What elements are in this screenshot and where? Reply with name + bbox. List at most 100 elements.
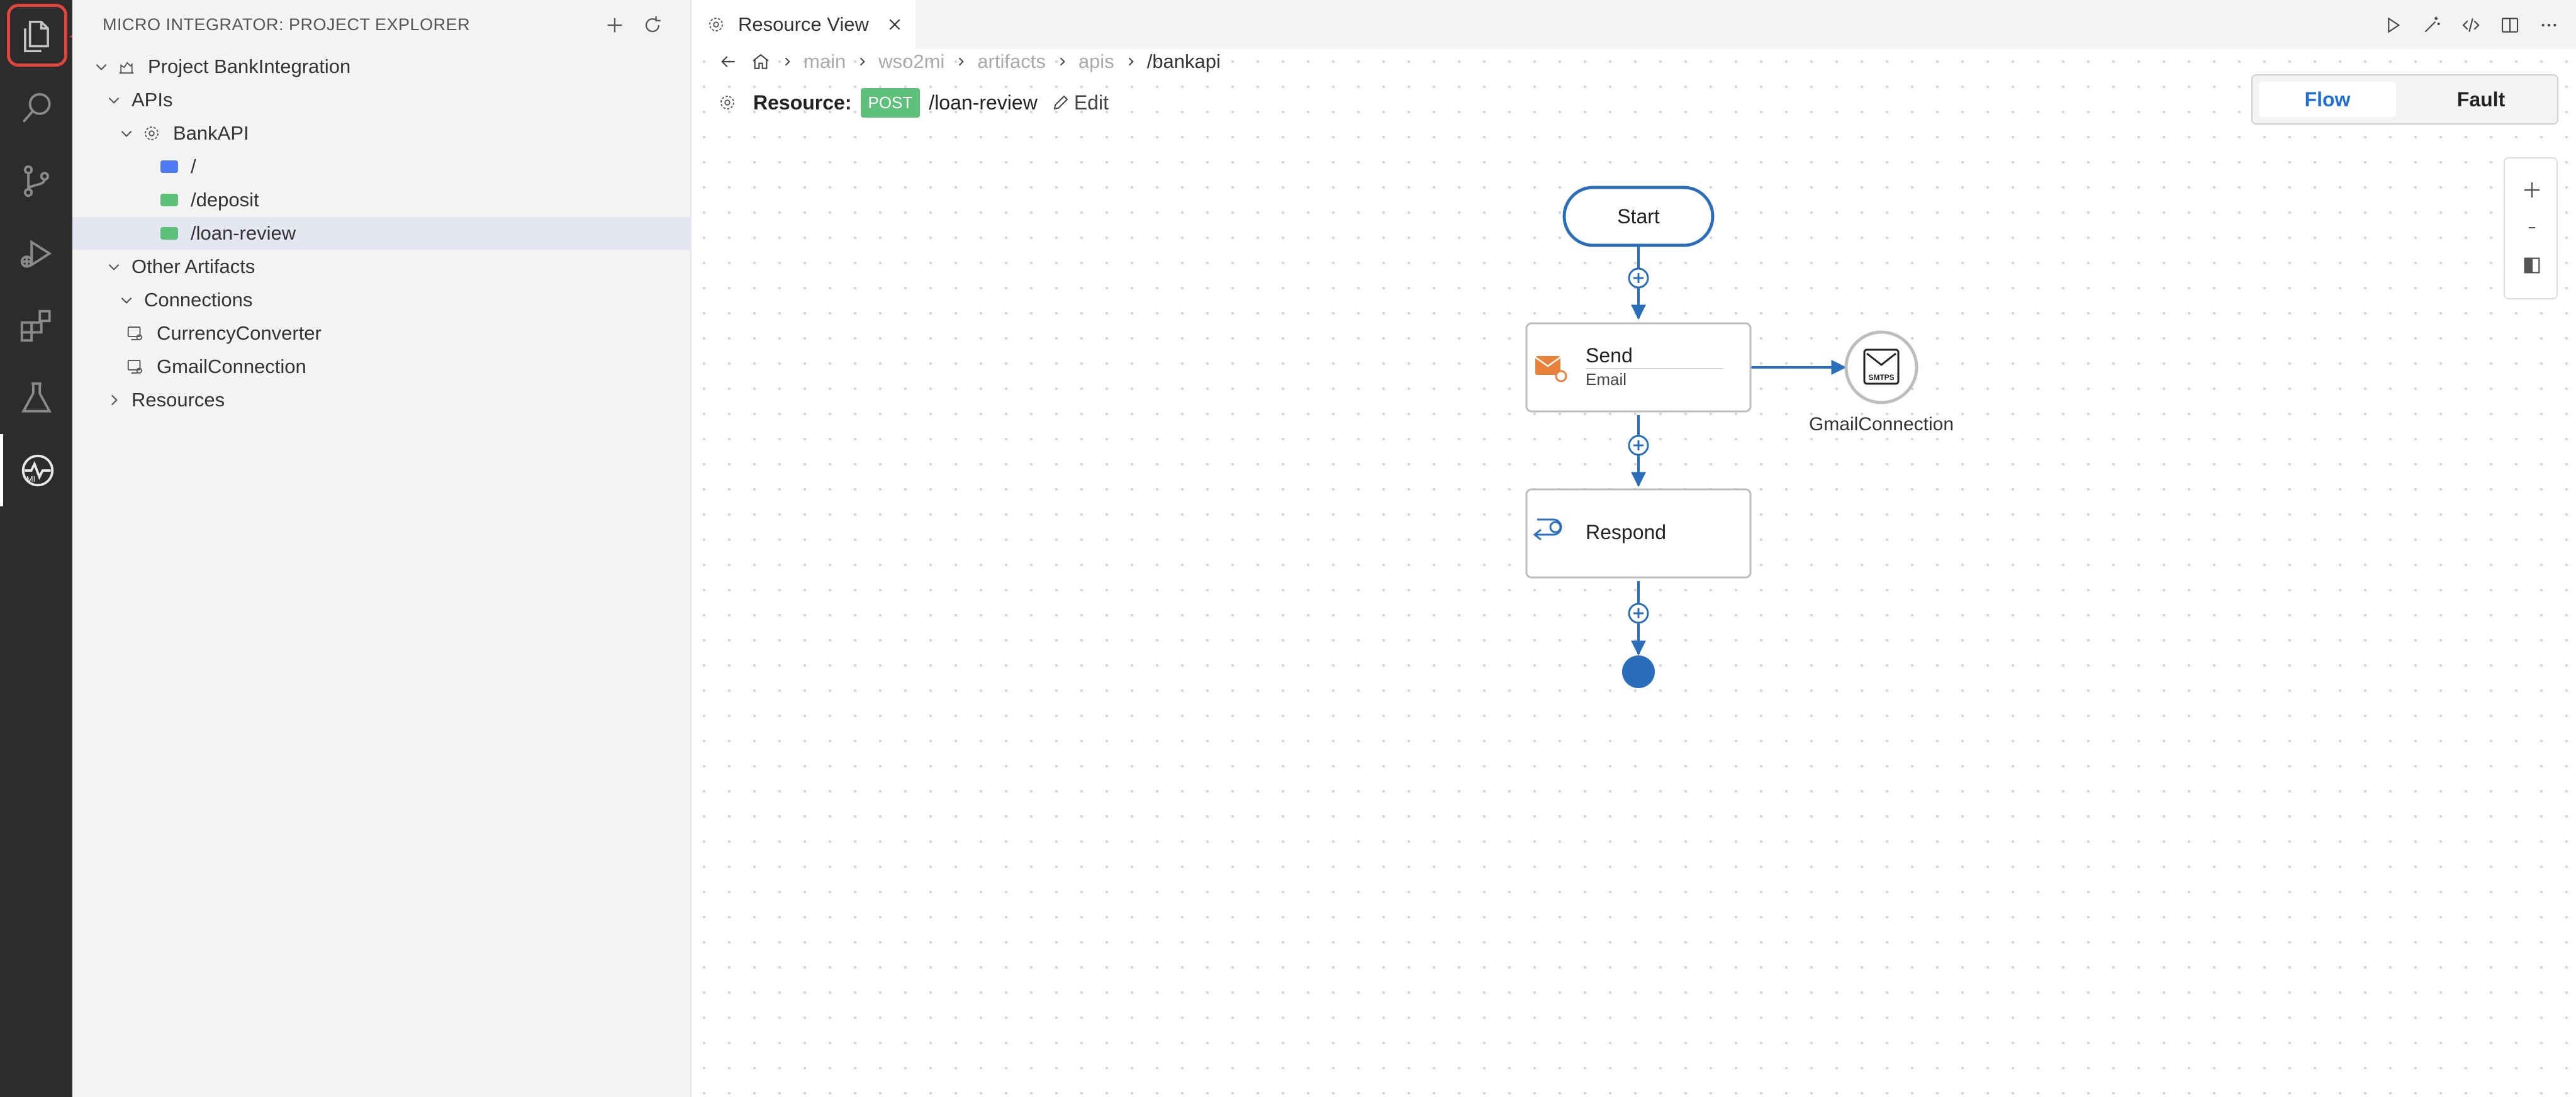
tree-label: APIs — [132, 89, 173, 111]
send-email-subtitle: Email — [1586, 370, 1627, 389]
close-icon[interactable] — [885, 15, 904, 34]
add-node-button[interactable] — [1628, 267, 1649, 289]
tree-label: Project BankIntegration — [148, 55, 351, 77]
magic-wand-icon[interactable] — [2418, 11, 2446, 39]
send-email-node[interactable]: Send Email — [1525, 322, 1752, 413]
connection-icon — [123, 321, 148, 346]
chevron-down-icon — [89, 54, 114, 79]
method-badge: POST — [860, 87, 921, 118]
pencil-icon — [1053, 95, 1068, 110]
resource-path: /loan-review — [929, 91, 1038, 114]
tree-item-resource-root[interactable]: / — [72, 150, 692, 183]
breadcrumb-item[interactable]: apis — [1078, 50, 1114, 72]
fault-toggle-button[interactable]: Fault — [2456, 87, 2506, 111]
breadcrumb-item[interactable]: wso2mi — [878, 50, 945, 72]
api-icon — [709, 18, 723, 31]
view-toggle: Flow Fault — [2251, 74, 2558, 125]
gmail-connection-node[interactable]: SMTPS GmailConnection — [1809, 330, 1954, 435]
back-arrow-icon[interactable] — [718, 52, 738, 72]
chevron-down-icon — [101, 254, 126, 279]
post-method-icon — [157, 221, 182, 246]
run-icon[interactable] — [2379, 11, 2407, 39]
zoom-in-icon[interactable] — [2505, 171, 2559, 209]
edit-label: Edit — [1073, 91, 1109, 114]
gmail-connection-label: GmailConnection — [1809, 414, 1954, 435]
tree-label: Resources — [132, 389, 225, 411]
chevron-right-icon — [955, 55, 967, 68]
tree-item-resource-deposit[interactable]: /deposit — [72, 184, 692, 216]
more-actions-icon[interactable] — [2535, 11, 2563, 39]
source-control-icon[interactable] — [0, 145, 72, 217]
tree-label: GmailConnection — [157, 355, 306, 377]
edit-button[interactable]: Edit — [1051, 91, 1109, 114]
tree-label: /loan-review — [191, 222, 296, 244]
respond-node-label: Respond — [1586, 521, 1666, 543]
tree-item-other-artifacts[interactable]: Other Artifacts — [72, 250, 692, 283]
respond-node[interactable]: Respond — [1525, 488, 1752, 579]
tree-label: Connections — [144, 289, 253, 311]
chevron-right-icon — [1124, 55, 1137, 68]
tree-item-connections[interactable]: Connections — [72, 284, 692, 316]
respond-icon — [1533, 518, 1562, 541]
post-method-icon — [157, 187, 182, 213]
send-email-title: Send — [1586, 344, 1633, 367]
breadcrumb-item[interactable]: artifacts — [977, 50, 1046, 72]
chevron-right-icon — [1056, 55, 1068, 68]
chevron-right-icon — [781, 55, 793, 68]
home-icon[interactable] — [751, 52, 771, 72]
tree-item-currency-converter[interactable]: CurrencyConverter — [72, 317, 692, 350]
tree-item-resource-loan-review[interactable]: /loan-review — [72, 217, 692, 250]
resource-label: Resource: — [753, 91, 852, 114]
chevron-right-icon — [856, 55, 868, 68]
tree-label: Other Artifacts — [132, 255, 255, 277]
run-debug-icon[interactable] — [0, 217, 72, 289]
zoom-out-icon[interactable] — [2505, 209, 2559, 247]
add-icon[interactable] — [601, 11, 629, 39]
breadcrumb: main wso2mi artifacts apis /bankapi — [718, 49, 1221, 74]
add-node-button[interactable] — [1628, 435, 1649, 456]
tree-item-apis[interactable]: APIs — [72, 84, 692, 116]
split-editor-icon[interactable] — [2496, 11, 2524, 39]
source-code-icon[interactable] — [2457, 11, 2485, 39]
chevron-down-icon — [114, 121, 139, 146]
chevron-down-icon — [101, 87, 126, 113]
highlight-box — [7, 4, 67, 67]
refresh-icon[interactable] — [639, 11, 666, 39]
tree-item-resources[interactable]: Resources — [72, 384, 692, 416]
explorer-icon[interactable] — [0, 0, 72, 72]
start-node[interactable]: Start — [1562, 186, 1715, 247]
zoom-controls — [2504, 157, 2558, 299]
tree-label: / — [191, 155, 196, 177]
tree-item-gmail-connection[interactable]: GmailConnection — [72, 350, 692, 383]
flow-diagram: Start Send Email SMTPS GmailConnection — [1525, 186, 1954, 688]
search-icon[interactable] — [0, 72, 72, 145]
get-method-icon — [157, 154, 182, 179]
tree-item-project[interactable]: Project BankIntegration — [72, 50, 692, 83]
project-icon — [114, 54, 139, 79]
flow-toggle-button[interactable]: Flow — [2259, 82, 2396, 117]
chevron-right-icon — [101, 387, 126, 413]
api-icon — [139, 121, 164, 146]
end-node[interactable] — [1622, 655, 1655, 688]
add-node-button[interactable] — [1628, 603, 1649, 624]
tab-resource-view[interactable]: Resource View — [692, 0, 916, 49]
flow-edges — [1631, 247, 1847, 656]
tree-item-bankapi[interactable]: BankAPI — [72, 117, 692, 150]
testing-icon[interactable] — [0, 362, 72, 434]
email-icon — [1535, 356, 1567, 382]
tree-label: BankAPI — [173, 122, 249, 144]
tree-label: /deposit — [191, 189, 259, 211]
connection-icon — [123, 354, 148, 379]
tree-label: CurrencyConverter — [157, 322, 322, 344]
editor-area: Resource View main wso2mi artifacts apis — [692, 0, 2576, 1097]
breadcrumb-item[interactable]: main — [804, 50, 846, 72]
resource-header: Resource: POST /loan-review Edit — [718, 87, 1109, 118]
extensions-icon[interactable] — [0, 289, 72, 362]
start-node-label: Start — [1617, 205, 1660, 228]
fit-view-icon[interactable] — [2505, 247, 2559, 284]
tab-bar: Resource View — [692, 0, 2576, 49]
micro-integrator-icon[interactable]: MI — [0, 434, 72, 506]
svg-text:SMTPS: SMTPS — [1868, 373, 1894, 382]
chevron-down-icon — [114, 287, 139, 313]
svg-text:MI: MI — [26, 474, 35, 484]
